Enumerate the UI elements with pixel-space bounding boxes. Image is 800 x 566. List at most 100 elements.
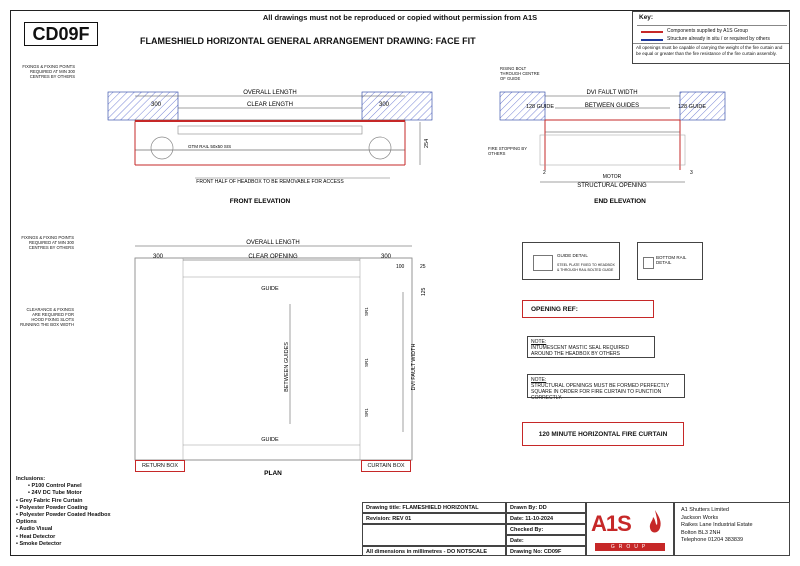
plan-clear-text: CLEAR OPENING [248,254,298,260]
tb-date1: Date: 11-10-2024 [506,513,586,524]
tb-empty [362,524,506,546]
key-blue-line [641,39,663,41]
plan-between-guides: BETWEEN GUIDES [284,342,290,392]
bolt-note: RISING BOLT THROUGH CENTRE OF GUIDE [500,66,540,81]
headbox-outline [134,119,406,151]
headbox-top-rail [135,120,405,122]
note1-box: NOTE: INTUMESCENT MASTIC SEAL REQUIRED A… [527,336,655,358]
option-text: Smoke Detector [19,540,62,547]
drawing-code: CD09F [24,22,98,46]
plan-left-note-2: CLEARANCE & FIXINGS ARE REQUIRED FOR HOO… [20,307,74,327]
curtain-roller [177,125,363,135]
front-fixing-note: FIXINGS & FIXING POINTS REQUIRED AT MIN … [22,64,75,79]
key-blue-label: Structure already in situ / or required … [667,36,770,42]
inclusion-text: P100 Control Panel [31,483,82,490]
company-line: Jackson Works [681,514,719,521]
front-elevation-caption: FRONT ELEVATION [230,198,291,205]
dim-left-text: 300 [151,102,162,108]
rail-note: GTM RAIL 50x50 SIS [188,144,231,149]
firestop-note: FIRE STOPPING BY OTHERS [488,146,527,156]
end-between-text: BETWEEN GUIDES [585,103,639,109]
end-plate-right [368,136,392,160]
overall-length-text: OVERALL LENGTH [243,90,296,96]
bottom-rail-label: BOTTOM RAIL DETAIL [656,255,687,265]
note2-box: NOTE: STRUCTURAL OPENINGS MUST BE FORMED… [527,374,685,401]
structural-opening-text: STRUCTURAL OPENING [577,183,647,189]
option-text: Heat Detector [19,533,56,540]
end-dim-3: 3 [690,170,693,176]
plan-guide-top: GUIDE [261,286,279,292]
end-plate-left [150,136,174,160]
options-heading: Options [16,519,37,526]
dim-height-text: 254 [424,139,430,148]
inclusion-text: Grey Fabric Fire Curtain [19,497,83,504]
plan-dim-25: 25 [420,264,426,270]
key-heading: Key: [639,14,654,21]
key-note: All openings must be capable of carrying… [636,45,783,56]
inclusion-text: Polyester Powder Coated Headbox [19,512,111,519]
plan-dim-100: 100 [396,264,405,270]
plan-guide-tag-2: SR1 [364,358,369,367]
copyright-notice: All drawings must not be reproduced or c… [262,13,538,22]
end-guide-right-text: 128 GUIDE [678,104,706,110]
drawing-title: FLAMESHIELD HORIZONTAL GENERAL ARRANGEME… [140,36,476,46]
opening-ref-box: OPENING REF: [522,300,654,318]
plan-dvi-width: DVI FAULT WIDTH [411,344,417,391]
tb-drawn-by: Drawn By: DD [506,502,586,513]
bottom-rail-sketch [643,257,654,269]
inclusion-item: • Polyester Powder Coated Headbox [16,512,111,519]
company-line: Telephone 01204 383839 [681,537,744,543]
tb-drawing-no: Drawing No: CD09F [506,546,586,556]
guide-detail-label: GUIDE DETAIL [557,253,588,258]
end-slab-left [499,91,546,121]
ceiling-slab-left [107,91,179,121]
company-line: Raikes Lane Industrial Estate [681,522,753,528]
guide-detail-sketch [533,255,553,271]
inclusion-item: • Polyester Powder Coating [16,504,88,511]
tb-revision: Revision: REV 01 [362,513,506,524]
key-red-label: Components supplied by A1S Group [667,28,748,34]
company-line: A1 Shutters Limited [681,507,729,513]
key-box: Key: Components supplied by A1S Group St… [632,11,790,64]
return-box-plan [134,257,184,461]
access-note: FRONT HALF OF HEADBOX TO BE REMOVABLE FO… [196,179,344,185]
plan-dim-125: 125 [421,287,427,296]
inclusion-text: 24V DC Tube Motor [31,490,82,497]
plan-left-note-1: FIXINGS & FIXING POINTS REQUIRED AT MIN … [21,235,74,250]
plan-dim-right: 300 [381,254,392,260]
end-motor-text: MOTOR [603,174,622,180]
plan-overall-text: OVERALL LENGTH [246,240,299,246]
end-width-text: DVI FAULT WIDTH [586,90,637,96]
curtain-box-label: CURTAIN BOX [361,460,411,472]
inclusions-heading: Inclusions: [16,476,46,482]
tb-drawing-title: Drawing title: FLAMESHIELD HORIZONTAL [362,502,506,513]
company-line: Bolton BL3 2NH [681,529,721,536]
tb-checked-by: Checked By: [506,524,586,535]
note2-text: STRUCTURAL OPENINGS MUST BE FORMED PERFE… [531,383,670,401]
key-divider [637,25,787,26]
dim-right-text: 300 [379,102,390,108]
plan-guide-bottom: GUIDE [261,437,279,443]
end-elevation-caption: END ELEVATION [594,198,646,205]
inclusion-item: • P100 Control Panel [28,483,82,490]
end-slab-right [679,91,726,121]
end-headbox [544,119,681,133]
plan-guide-tag-1: SR1 [364,307,369,316]
flame-icon [647,509,663,535]
note2-heading: NOTE: [531,377,547,383]
bottom-rail-detail-box: BOTTOM RAIL DETAIL [637,242,703,280]
option-item: • Audio Visual [16,526,53,533]
return-box-label: RETURN BOX [135,460,185,472]
tb-date2: Date: [506,535,586,546]
key-divider-2 [633,43,789,44]
end-curtain-body [539,134,686,166]
key-red-line [641,31,663,33]
option-item: • Heat Detector [16,533,56,540]
option-item: • Smoke Detector [16,540,62,547]
plan-dim-left: 300 [153,254,164,260]
inclusions-list: Inclusions: • P100 Control Panel • 24V D… [16,476,111,548]
note1-text: INTUMESCENT MASTIC SEAL REQUIRED AROUND … [531,345,630,357]
rating-box: 120 MINUTE HORIZONTAL FIRE CURTAIN [522,422,684,446]
front-elevation-diagram: OVERALL LENGTH CLEAR LENGTH 300 300 254 … [107,90,433,205]
plan-caption: PLAN [264,470,282,477]
